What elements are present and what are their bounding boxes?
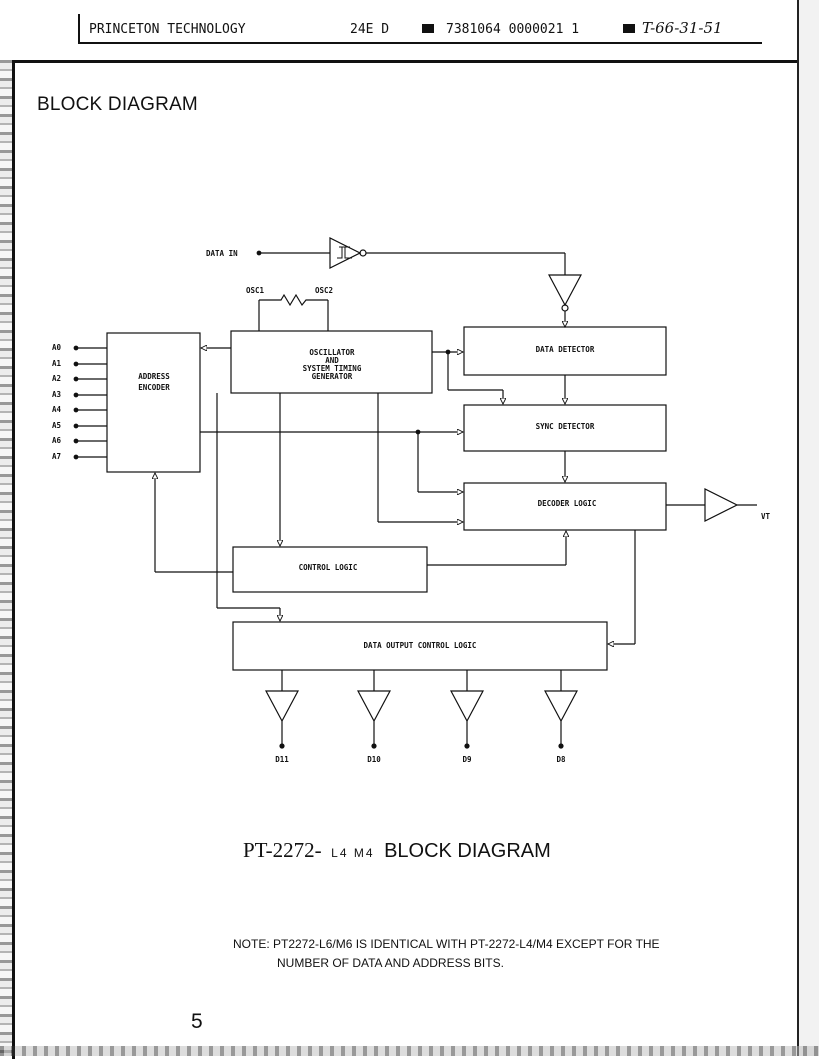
addr-label-2: A2 — [52, 374, 61, 383]
diagram-caption: PT-2272- L4 M4 BLOCK DIAGRAM — [243, 838, 551, 863]
output-label-d9: D9 — [462, 755, 472, 764]
data-in-label: DATA IN — [206, 249, 238, 258]
header-handwritten-ref: T-66-31-51 — [642, 19, 723, 37]
osc1-label: OSC1 — [246, 286, 265, 295]
output-label-d10: D10 — [367, 755, 381, 764]
oscillator-block — [230, 330, 433, 394]
page-frame — [12, 60, 800, 1059]
data-output-control-logic-label: DATA OUTPUT CONTROL LOGIC — [364, 641, 477, 650]
caption-variant: L4 M4 — [331, 846, 375, 860]
header-company: PRINCETON TECHNOLOGY — [89, 22, 246, 37]
output-buffer-icon-d9 — [450, 690, 484, 723]
addr-label-1: A1 — [52, 359, 62, 368]
output-buffer-icon-d8 — [544, 690, 578, 723]
scan-edge-bottom — [0, 1046, 819, 1056]
addr-label-6: A6 — [52, 436, 62, 445]
vt-output-buffer-icon — [704, 488, 739, 522]
address-inputs: A0 A1 A2 A3 A4 A5 A6 A7 — [52, 343, 107, 461]
decoder-logic-label: DECODER LOGIC — [538, 499, 597, 508]
page-number: 5 — [191, 1010, 203, 1033]
output-buffer-icon-d11 — [265, 690, 299, 723]
addr-label-7: A7 — [52, 452, 61, 461]
oscillator-label-4: GENERATOR — [312, 372, 353, 381]
schmitt-buffer-icon — [329, 237, 362, 269]
caption-title: BLOCK DIAGRAM — [384, 840, 551, 862]
vt-label: VT — [761, 512, 771, 521]
oscillator-label-3: SYSTEM TIMING — [303, 364, 362, 373]
oscillator-label-1: OSCILLATOR — [309, 348, 355, 357]
control-logic-label: CONTROL LOGIC — [299, 563, 358, 572]
address-encoder-label-1: ADDRESS — [138, 372, 170, 381]
sync-detector-label: SYNC DETECTOR — [536, 422, 595, 431]
data-outputs: D11 D10 D9 D8 — [265, 670, 578, 764]
address-encoder-label-2: ENCODER — [138, 383, 170, 392]
scan-edge-right — [797, 0, 819, 1056]
note-line-2: NUMBER OF DATA AND ADDRESS BITS. — [277, 956, 504, 970]
caption-part-number: PT-2272- — [243, 838, 322, 862]
resistor-icon — [259, 293, 328, 307]
output-label-d8: D8 — [556, 755, 566, 764]
header-square-mark-2 — [623, 24, 635, 33]
header-code: 24E D — [350, 22, 390, 37]
output-buffer-icon-d10 — [357, 690, 391, 723]
scan-edge-left — [0, 60, 12, 1056]
header-square-mark — [422, 24, 434, 33]
page-title: BLOCK DIAGRAM — [37, 94, 198, 115]
addr-label-5: A5 — [52, 421, 61, 430]
addr-label-0: A0 — [52, 343, 62, 352]
header-batch-number: 7381064 0000021 1 — [446, 22, 580, 37]
addr-label-4: A4 — [52, 405, 62, 414]
osc2-label: OSC2 — [315, 286, 333, 295]
output-label-d11: D11 — [275, 755, 289, 764]
header-strip: PRINCETON TECHNOLOGY 24E D 7381064 00000… — [78, 14, 762, 44]
data-in-group: DATA IN — [206, 237, 582, 327]
osc-group: OSC1 OSC2 — [246, 286, 333, 331]
input-buffer-icon — [548, 274, 582, 307]
control-logic-block — [232, 546, 428, 593]
oscillator-label-2: AND — [325, 356, 339, 365]
note-line-1: NOTE: PT2272-L6/M6 IS IDENTICAL WITH PT-… — [233, 937, 660, 951]
note-block: NOTE: PT2272-L6/M6 IS IDENTICAL WITH PT-… — [233, 935, 660, 973]
address-encoder-block — [106, 332, 201, 473]
data-detector-label: DATA DETECTOR — [536, 345, 595, 354]
addr-label-3: A3 — [52, 390, 62, 399]
